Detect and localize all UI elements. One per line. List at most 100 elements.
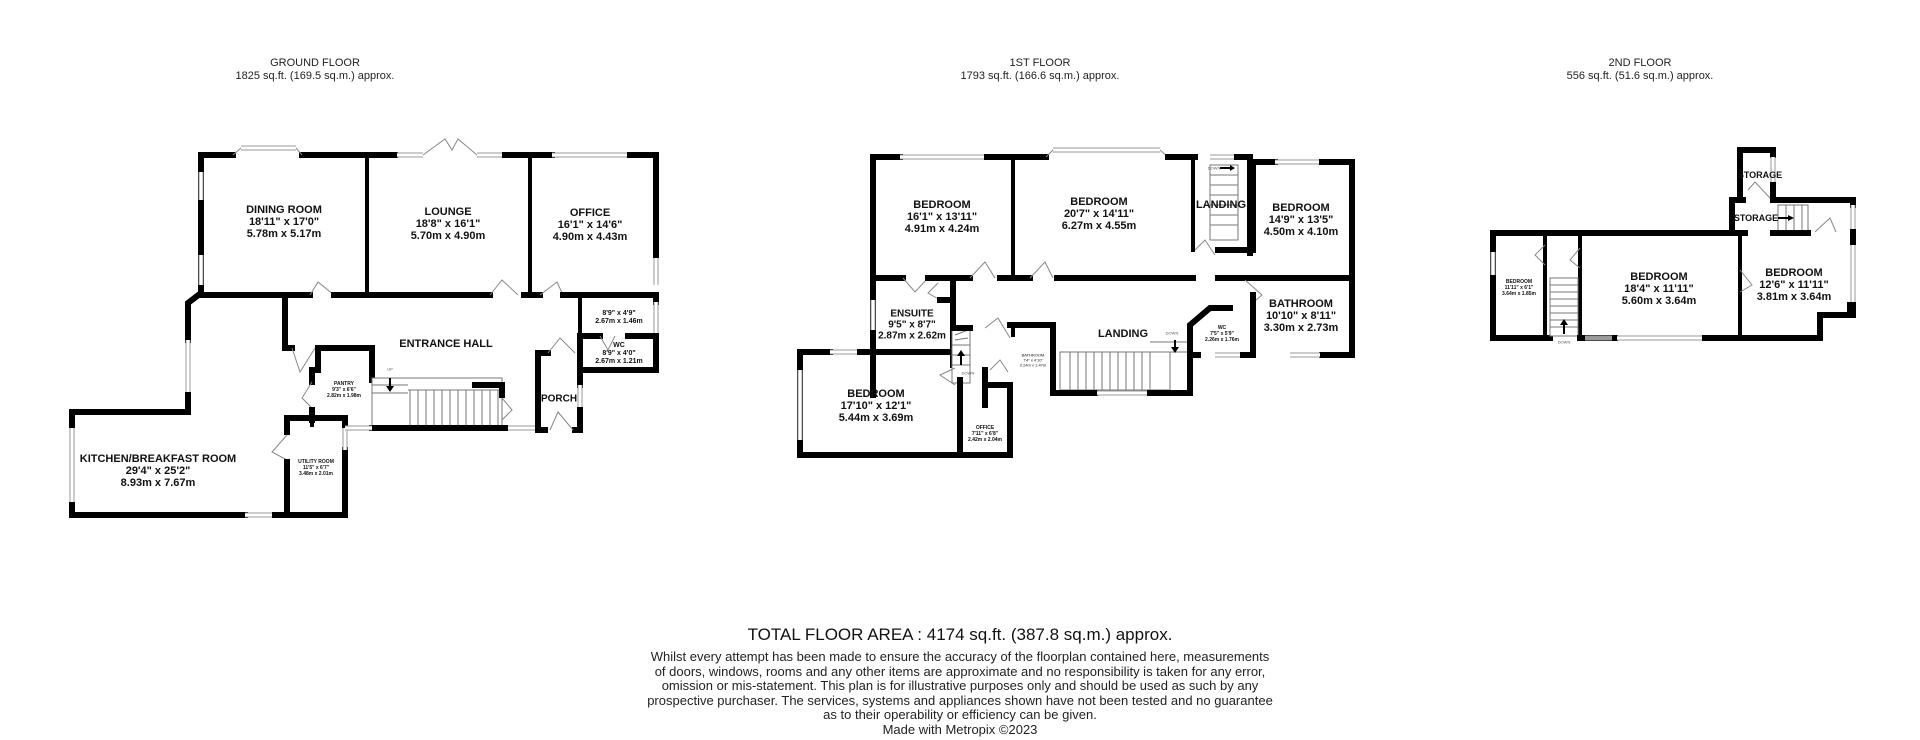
room-imperial: 18'8" x 16'1" <box>415 218 481 230</box>
first-floor-plan <box>797 147 1355 458</box>
credit-line: Made with Metropix ©2023 <box>882 721 1038 737</box>
room-office-first: OFFICE 7'11" x 6'8" 2.42m x 2.04m <box>968 425 1002 443</box>
room-name: ENTRANCE HALL <box>399 338 493 350</box>
room-imperial: 7'11" x 6'8" <box>971 431 999 437</box>
room-bedroom-3: BEDROOM 14'9" x 13'5" 4.50m x 4.10m <box>1264 202 1339 238</box>
room-name: STORAGE <box>1733 213 1779 223</box>
room-imperial: 10'10" x 8'11" <box>1265 310 1337 322</box>
room-lounge: LOUNGE 18'8" x 16'1" 5.70m x 4.90m <box>411 206 486 242</box>
room-metric: 4.90m x 4.43m <box>552 231 628 243</box>
room-imperial: 11'5" x 6'7" <box>302 465 330 471</box>
room-metric: 6.27m x 4.55m <box>1061 220 1137 232</box>
room-kitchen: KITCHEN/BREAKFAST ROOM 29'4" x 25'2" 8.9… <box>80 453 236 489</box>
stairs-down-label-mid: DOWN <box>961 370 975 376</box>
room-imperial: 14'9" x 13'5" <box>1268 214 1334 226</box>
room-metric: 2.67m x 1.46m <box>595 318 643 325</box>
room-bathroom: BATHROOM 10'10" x 8'11" 3.30m x 2.73m <box>1264 298 1339 334</box>
room-metric: 5.70m x 4.90m <box>410 230 486 242</box>
room-name: BATHROOM <box>1021 352 1045 358</box>
room-office-ground: OFFICE 16'1" x 14'6" 4.90m x 4.43m <box>553 207 628 243</box>
room-name: BEDROOM <box>1272 202 1330 214</box>
room-entrance-hall: ENTRANCE HALL <box>399 338 493 350</box>
room-bedroom-mid: BEDROOM 18'4" x 11'11" 5.60m x 3.64m <box>1622 271 1697 307</box>
disclaimer-line: as to their operability or efficiency ca… <box>823 707 1097 722</box>
ground-floor-plan <box>69 138 659 518</box>
room-name: LOUNGE <box>424 206 472 218</box>
room-imperial: 9'5" x 8'7" <box>888 319 936 331</box>
room-metric: 2.24m x 1.47m <box>1019 362 1047 368</box>
room-name: STORAGE <box>1737 170 1783 180</box>
room-name: BATHROOM <box>1269 298 1333 310</box>
room-imperial: 17'10" x 12'1" <box>840 400 912 412</box>
room-name: WC <box>613 342 625 349</box>
room-metric: 3.81m x 3.64m <box>1756 291 1832 303</box>
stairs-down-label-top: DOWN <box>1207 165 1221 171</box>
room-metric: 5.78m x 5.17m <box>246 228 322 240</box>
room-metric: 3.48m x 2.01m <box>299 471 333 477</box>
room-metric: 8.93m x 7.67m <box>120 477 196 489</box>
stairs-up-label: UP <box>387 366 393 372</box>
first-floor-area: 1793 sq.ft. (166.6 sq.m.) approx. <box>960 70 1120 82</box>
first-floor-name: 1ST FLOOR <box>1009 57 1071 69</box>
disclaimer-line: of doors, windows, rooms and any other i… <box>654 663 1266 679</box>
room-wc-ground: WC 8'9" x 4'0" 2.67m x 1.21m <box>595 342 642 366</box>
total-floor-area: TOTAL FLOOR AREA : 4174 sq.ft. (387.8 sq… <box>747 625 1173 644</box>
second-floor-name: 2ND FLOOR <box>1608 57 1672 69</box>
ground-floor-title: GROUND FLOOR 1825 sq.ft. (169.5 sq.m.) a… <box>190 57 440 83</box>
room-metric: 2.82m x 1.98m <box>327 393 361 399</box>
room-imperial: 20'7" x 14'11" <box>1063 208 1135 220</box>
room-metric: 4.50m x 4.10m <box>1263 226 1339 238</box>
room-imperial: 12'6" x 11'11" <box>1759 279 1829 291</box>
room-name: BEDROOM <box>1505 279 1533 285</box>
room-metric: 2.87m x 2.62m <box>878 330 946 342</box>
room-imperial: 18'11" x 17'0" <box>248 216 320 228</box>
room-name: BEDROOM <box>1765 267 1823 279</box>
room-store: 8'9" x 4'9" 2.67m x 1.46m <box>595 310 642 326</box>
room-metric: 3.64m x 1.85m <box>1502 291 1536 297</box>
ground-floor-area: 1825 sq.ft. (169.5 sq.m.) approx. <box>235 70 395 82</box>
room-metric: 3.30m x 2.73m <box>1263 322 1339 334</box>
stairs-down-label-second: DOWN <box>1557 339 1571 345</box>
room-metric: 2.67m x 1.21m <box>595 358 643 365</box>
room-name: BEDROOM <box>913 199 971 211</box>
room-name: OFFICE <box>569 207 611 219</box>
room-storage-top: STORAGE <box>1738 170 1782 180</box>
room-porch: PORCH <box>541 394 577 405</box>
ground-floor-name: GROUND FLOOR <box>270 57 360 69</box>
second-floor-area: 556 sq.ft. (51.6 sq.m.) approx. <box>1566 70 1714 82</box>
stairs-down-label-landing: DOWN <box>1165 330 1179 336</box>
room-bathroom-small: BATHROOM 7'4" x 4'10" 2.24m x 1.47m <box>1020 353 1046 368</box>
room-imperial: 16'1" x 13'11" <box>906 211 978 223</box>
room-imperial: 18'4" x 11'11" <box>1624 283 1694 295</box>
room-metric: 2.26m x 1.76m <box>1205 337 1239 343</box>
room-name: LANDING <box>1195 199 1247 211</box>
second-floor-title: 2ND FLOOR 556 sq.ft. (51.6 sq.m.) approx… <box>1515 57 1765 83</box>
room-pantry: PANTRY 9'3" x 6'6" 2.82m x 1.98m <box>327 381 361 399</box>
first-floor-title: 1ST FLOOR 1793 sq.ft. (166.6 sq.m.) appr… <box>915 57 1165 83</box>
room-imperial: 7'5" x 5'9" <box>1210 331 1234 337</box>
disclaimer-line: omission or mis-statement. This plan is … <box>661 678 1259 693</box>
room-metric: 5.44m x 3.69m <box>838 412 914 424</box>
room-bedroom-1: BEDROOM 16'1" x 13'11" 4.91m x 4.24m <box>905 199 980 235</box>
room-landing: LANDING <box>1098 328 1148 340</box>
room-name: WC <box>1217 325 1227 331</box>
room-metric: 2.42m x 2.04m <box>968 437 1002 443</box>
room-name: BEDROOM <box>1070 196 1128 208</box>
second-floor-plan <box>1490 147 1856 341</box>
room-name: PANTRY <box>333 381 354 387</box>
room-name: OFFICE <box>975 425 995 431</box>
room-bedroom-right: BEDROOM 12'6" x 11'11" 3.81m x 3.64m <box>1757 267 1832 303</box>
room-name: BEDROOM <box>1630 271 1688 283</box>
room-metric: 5.60m x 3.64m <box>1621 295 1697 307</box>
room-imperial: 16'1" x 14'6" <box>557 219 623 231</box>
room-utility: UTILITY ROOM 11'5" x 6'7" 3.48m x 2.01m <box>298 459 334 477</box>
room-imperial: 9'3" x 6'6" <box>332 387 356 393</box>
room-name: BEDROOM <box>847 388 905 400</box>
room-bedroom-2: BEDROOM 20'7" x 14'11" 6.27m x 4.55m <box>1062 196 1137 232</box>
room-imperial: 29'4" x 25'2" <box>125 465 191 477</box>
room-name: UTILITY ROOM <box>298 459 334 465</box>
room-metric: 4.91m x 4.24m <box>904 223 980 235</box>
room-imperial: 11'11" x 6'1" <box>1504 285 1534 291</box>
room-dining: DINING ROOM 18'11" x 17'0" 5.78m x 5.17m <box>246 204 322 240</box>
room-wc-first: WC 7'5" x 5'9" 2.26m x 1.76m <box>1205 325 1239 343</box>
